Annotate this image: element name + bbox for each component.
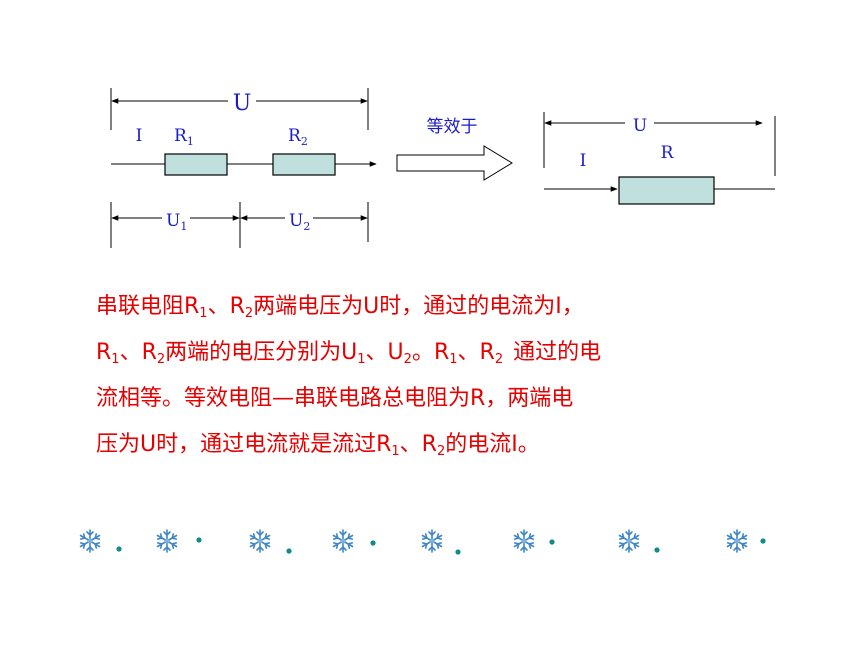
text-segment: 、R xyxy=(457,340,495,365)
resistor-r2 xyxy=(272,153,336,176)
r1-letter: R xyxy=(174,126,188,146)
text-segment: 两端电压为U时，通过的电流为I， xyxy=(253,294,584,319)
subscript: 2 xyxy=(436,444,446,459)
description-line-3: 流相等。等效电阻—串联电路总电阻为R，两端电 xyxy=(96,376,756,422)
text-segment: 、R xyxy=(207,294,245,319)
subscript: 1 xyxy=(449,352,458,367)
resistor-r1 xyxy=(164,153,228,176)
u2-subscript: 2 xyxy=(303,220,310,233)
equivalence-arrow-icon xyxy=(396,145,513,181)
text-segment: 两端的电压分别为U xyxy=(165,340,358,365)
description-line-1: 串联电阻R1、R2两端电压为U时，通过的电流为I， xyxy=(96,284,756,330)
subscript: 1 xyxy=(357,352,366,367)
u1-label: U1 xyxy=(166,211,187,233)
snowflake-icon xyxy=(618,529,660,553)
r1-label: R1 xyxy=(174,126,194,148)
u2-letter: U xyxy=(289,211,303,231)
text-segment: 、U xyxy=(365,340,404,365)
eq-current-label: I xyxy=(580,151,587,171)
snowflake-decoration xyxy=(79,529,766,555)
text-segment: 、R xyxy=(119,340,157,365)
equivalence: 等效于 xyxy=(396,117,513,181)
eq-resistor-label: R xyxy=(661,143,675,163)
equivalent-circuit: U I R xyxy=(543,112,776,205)
resistor-r xyxy=(618,176,715,205)
r2-label: R2 xyxy=(288,126,308,148)
subscript: 2 xyxy=(244,306,254,321)
total-voltage-label: U xyxy=(233,91,252,116)
r2-subscript: 2 xyxy=(301,135,308,148)
snowflake-icon xyxy=(156,529,202,553)
u2-label: U2 xyxy=(289,211,310,233)
text-segment: 压为U时，通过电流就是流过R xyxy=(96,432,392,457)
description-line-4: 压为U时，通过电流就是流过R1、R2的电流I。 xyxy=(96,422,756,468)
text-segment: 流相等。等效电阻—串联电路总电阻为R，两端电 xyxy=(96,386,574,411)
snowflake-icon xyxy=(332,529,376,553)
snowflake-icon xyxy=(421,529,461,555)
u1-subscript: 1 xyxy=(180,220,187,233)
eq-total-voltage-label: U xyxy=(633,116,647,136)
description-text: 串联电阻R1、R2两端电压为U时，通过的电流为I， R1、R2两端的电压分别为U… xyxy=(96,284,756,468)
snowflake-icon xyxy=(513,529,555,553)
text-segment: 串联电阻R xyxy=(96,294,200,319)
text-segment: R xyxy=(96,340,112,365)
r1-subscript: 1 xyxy=(187,135,194,148)
snowflake-icon xyxy=(79,529,122,553)
text-segment: 。R xyxy=(411,340,450,365)
subscript: 1 xyxy=(391,444,400,459)
u1-letter: U xyxy=(166,211,180,231)
subscript: 2 xyxy=(403,352,412,367)
series-circuit: U I R1 R2 U1 U2 xyxy=(110,88,377,248)
r2-letter: R xyxy=(288,126,302,146)
text-segment: 、R xyxy=(399,432,437,457)
equivalence-label: 等效于 xyxy=(427,117,478,137)
current-label: I xyxy=(136,126,143,146)
subscript: 1 xyxy=(199,306,208,321)
snowflake-icon xyxy=(726,529,766,553)
text-segment: 的电流I。 xyxy=(445,432,540,457)
subscript: 2 xyxy=(494,352,504,367)
text-segment: 通过的电 xyxy=(513,340,602,365)
subscript: 1 xyxy=(111,352,120,367)
subscript: 2 xyxy=(156,352,166,367)
snowflake-icon xyxy=(249,529,292,554)
